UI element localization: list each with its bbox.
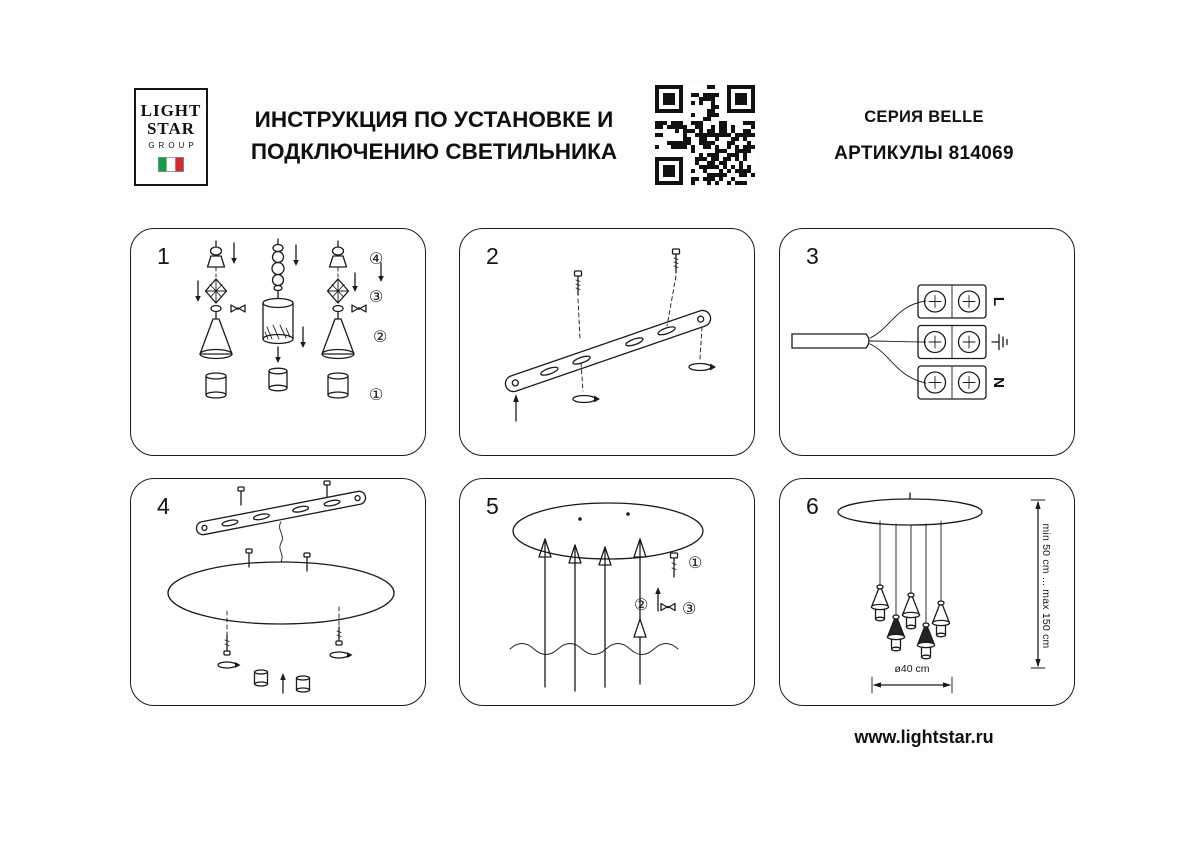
step-panel-1: 1	[130, 228, 426, 456]
page-title: ИНСТРУКЦИЯ ПО УСТАНОВКЕ И ПОДКЛЮЧЕНИЮ СВ…	[222, 104, 646, 168]
step-panel-2: 2	[459, 228, 755, 456]
pendant-lamp	[901, 592, 921, 630]
terminal-neutral-label: N	[989, 377, 1007, 388]
title-line-2: ПОДКЛЮЧЕНИЮ СВЕТИЛЬНИКА	[250, 138, 618, 164]
pendant-lamp	[931, 600, 951, 638]
articles-label: АРТИКУЛЫ 814069	[834, 143, 1014, 164]
product-info: СЕРИЯ BELLE АРТИКУЛЫ 814069	[806, 108, 1042, 165]
callout-2: ②	[634, 597, 649, 614]
diameter-dimension	[871, 676, 953, 694]
height-dimension	[1030, 499, 1046, 669]
step-number: 4	[157, 493, 170, 519]
callout-1: ①	[369, 387, 384, 404]
pendant-lamp	[916, 622, 936, 660]
pendant-lamp	[886, 614, 906, 652]
step1-exploded-view-illustration	[195, 238, 384, 399]
logo-word-group: GROUP	[148, 140, 198, 150]
step4-canopy-mounting-illustration	[167, 480, 395, 694]
step-number: 6	[806, 493, 819, 519]
diameter-label: ø40 cm	[894, 663, 930, 675]
callout-3: ③	[369, 289, 384, 306]
italy-flag-icon	[158, 156, 184, 172]
step-number: 2	[486, 243, 499, 269]
step-number: 1	[157, 243, 170, 269]
step2-bracket-illustration	[504, 248, 716, 422]
step-panel-3: 3	[779, 228, 1075, 456]
callout-3: ③	[682, 601, 697, 618]
website-link[interactable]: www.lightstar.ru	[854, 727, 994, 747]
step3-wiring-illustration	[791, 284, 1008, 400]
pendant-lamp	[870, 584, 890, 622]
logo-word-light: LIGHT	[140, 101, 202, 121]
logo-word-star: STAR	[146, 119, 196, 138]
ground-symbol-icon	[991, 333, 1008, 351]
step-panel-5: 5 ① ② ③	[459, 478, 755, 706]
step-panel-6: 6	[779, 478, 1075, 706]
lightstar-logo: LIGHT STAR GROUP	[134, 88, 208, 186]
callout-1: ①	[688, 555, 703, 572]
callout-2: ②	[373, 329, 388, 346]
step-panel-4: 4	[130, 478, 426, 706]
title-line-1: ИНСТРУКЦИЯ ПО УСТАНОВКЕ И	[254, 107, 614, 132]
qr-code	[655, 85, 755, 185]
step-number: 5	[486, 493, 499, 519]
height-range-label: min 50 cm ... max 150 cm	[1040, 523, 1052, 649]
terminal-live-label: L	[990, 296, 1008, 307]
step5-cord-adjustment-illustration	[509, 502, 704, 692]
step-number: 3	[806, 243, 819, 269]
series-label: СЕРИЯ BELLE	[864, 108, 984, 126]
terminal-block	[917, 284, 987, 400]
callout-4: ④	[369, 251, 384, 268]
step6-finished-fixture-illustration	[837, 492, 1046, 694]
